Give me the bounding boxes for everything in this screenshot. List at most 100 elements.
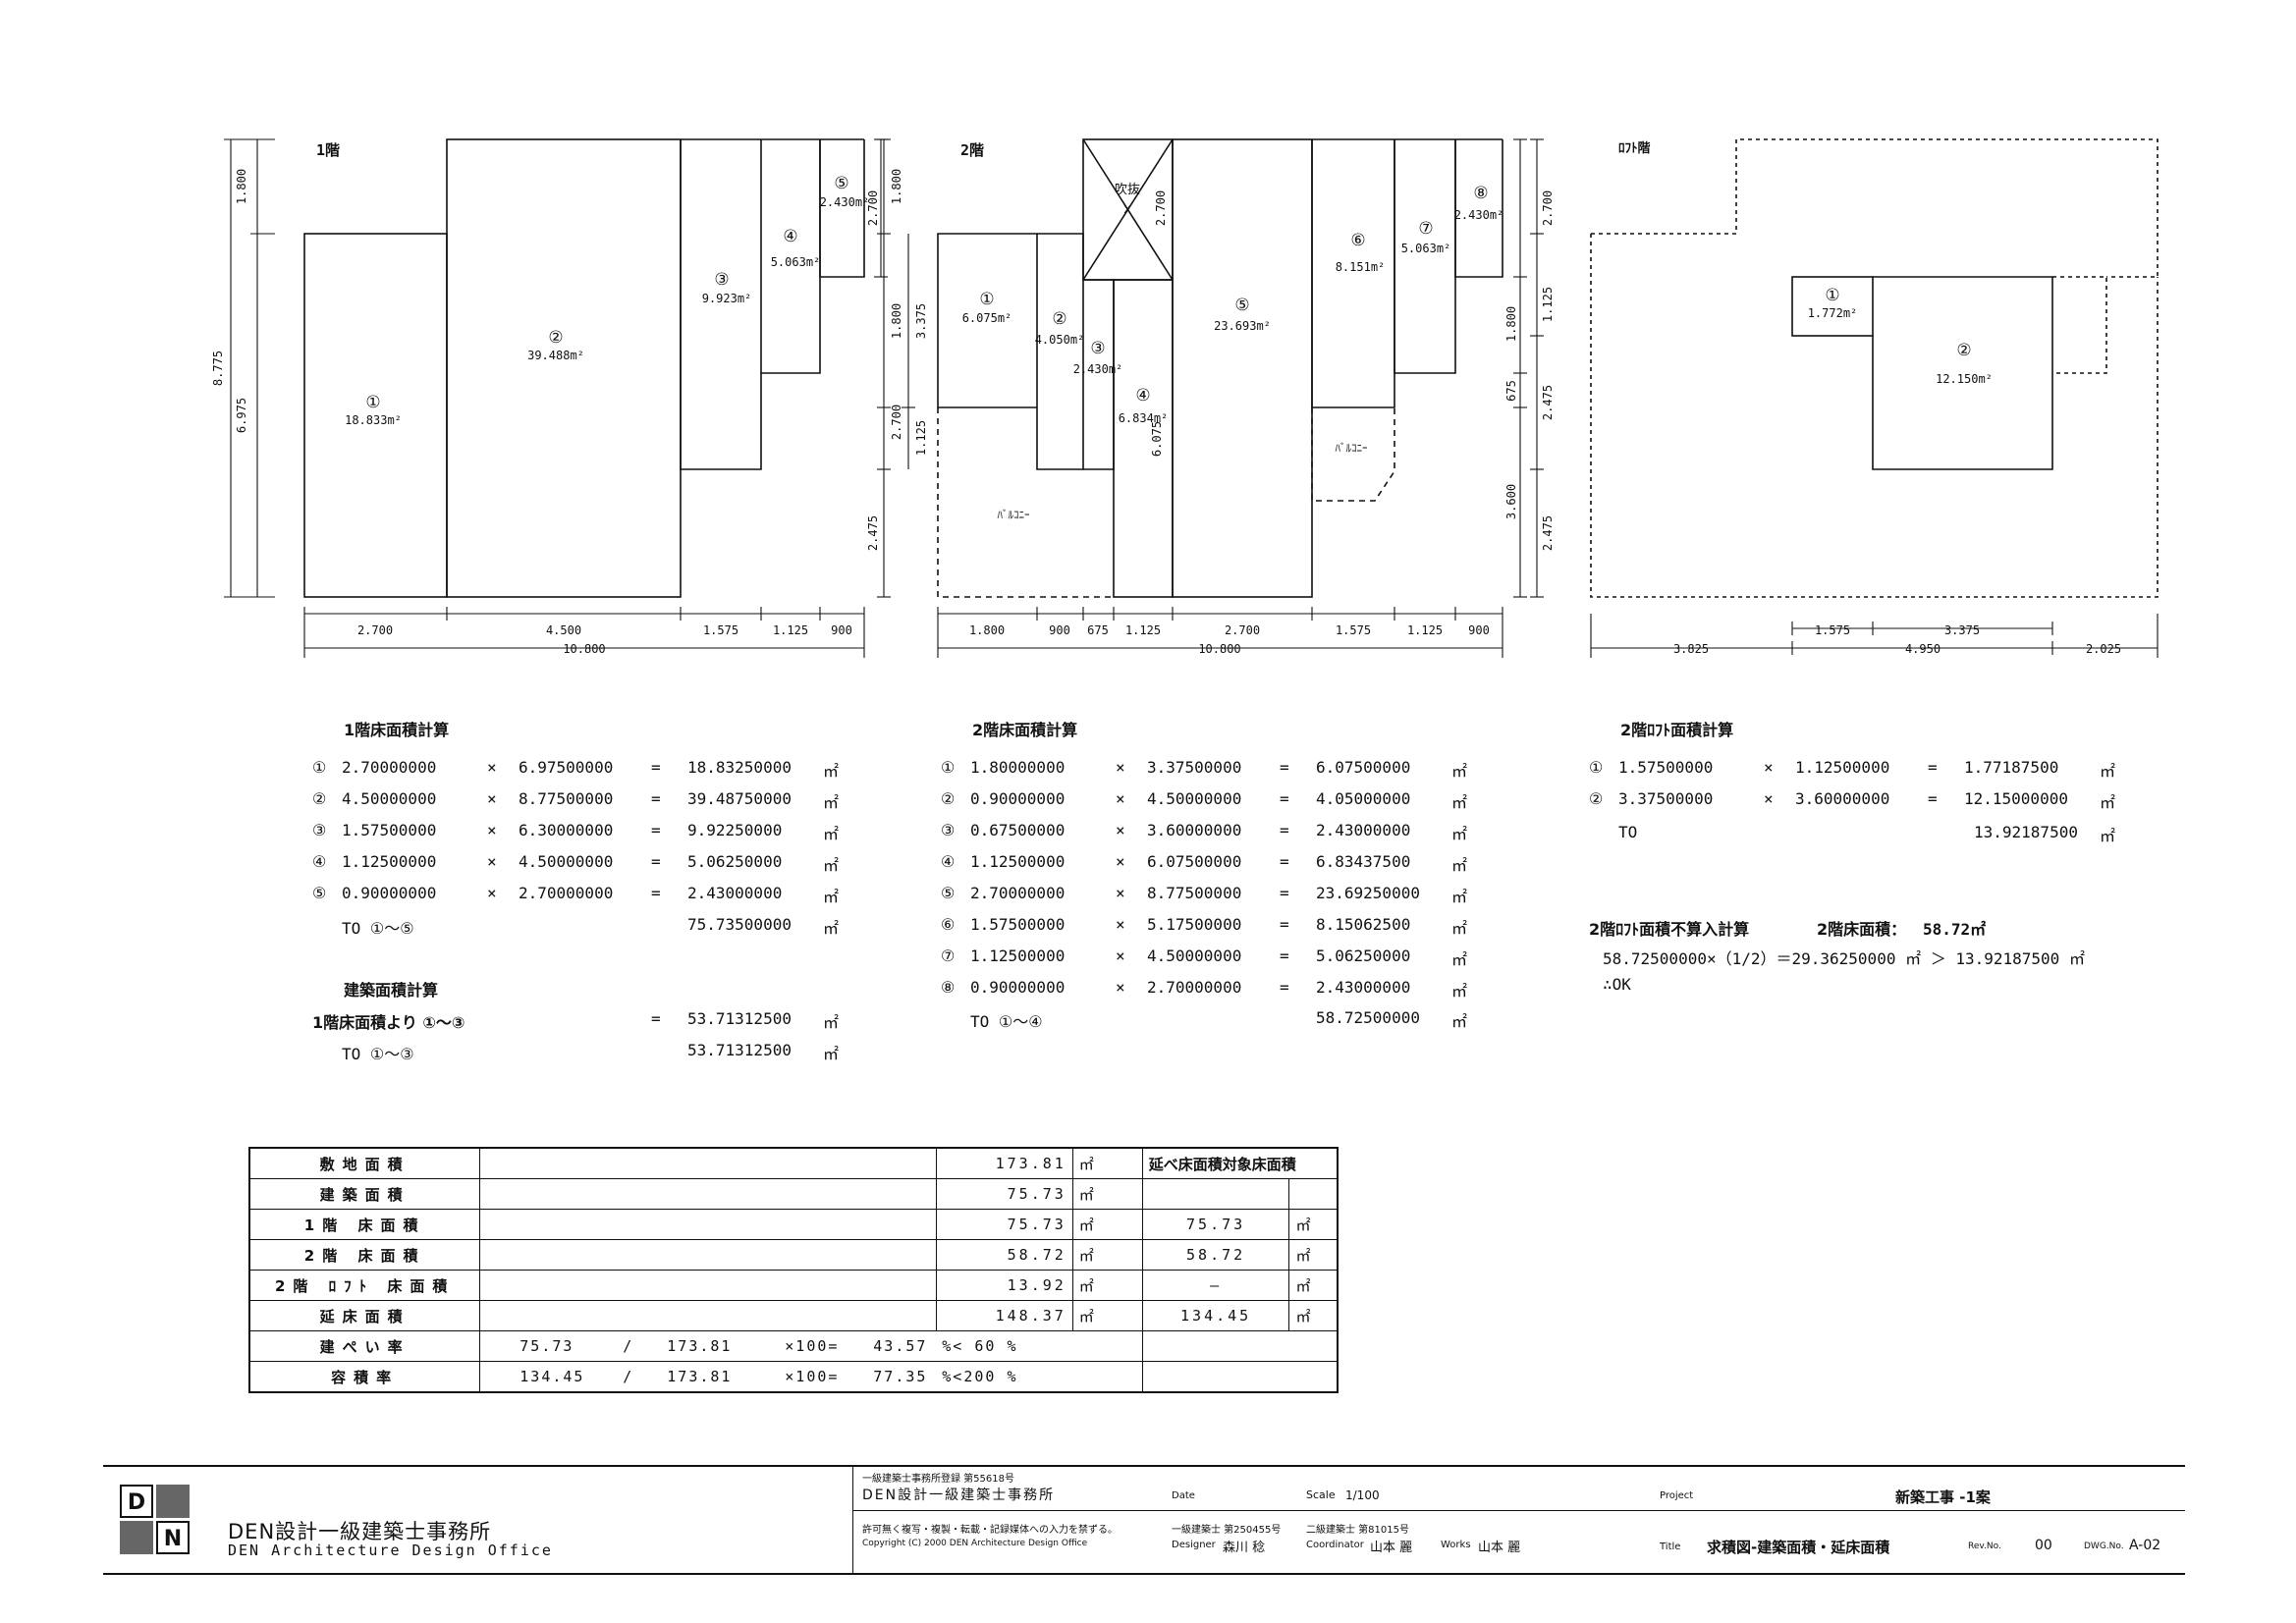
dim-text: 2.025	[2086, 642, 2121, 656]
calc-cell-r: 12.15000000	[1964, 789, 2068, 808]
calc-cell-eq: =	[651, 884, 661, 902]
summary-value: 173.81	[936, 1147, 1073, 1179]
calc2-title: 2階床面積計算	[972, 721, 1078, 739]
calc-cell-b: 4.50000000	[1147, 789, 1242, 808]
calc-cell-u: ㎡	[823, 762, 840, 781]
dim-text: 1.800	[969, 623, 1005, 637]
dim-text: 3.375	[1944, 623, 1980, 637]
room-num: ⑥	[1350, 231, 1365, 250]
ratio-den: 173.81	[667, 1368, 733, 1385]
dim-total: 10.800	[563, 642, 605, 656]
registration: 一級建築士事務所登録 第55618号	[862, 1474, 1014, 1485]
calc-cell-u: ㎡	[823, 888, 840, 906]
ratio-limit: %< 60 %	[942, 1337, 1018, 1355]
calc-cell-eq: =	[1280, 915, 1289, 934]
room-area: 9.923m²	[702, 292, 752, 305]
calc-cell-op: ×	[1116, 884, 1125, 902]
calc-cell-eq: =	[1928, 758, 1938, 777]
ratio-mult: ×100=	[785, 1368, 840, 1385]
summary-extra-unit: ㎡	[1288, 1270, 1339, 1301]
room-num: ③	[1090, 339, 1105, 358]
calc-cell-u: ㎡	[1451, 982, 1468, 1001]
room-area: 5.063m²	[771, 255, 821, 269]
date-label: Date	[1172, 1490, 1195, 1501]
calc-cell-a: 1.57500000	[1618, 758, 1714, 777]
summary-extra-value: 75.73	[1141, 1209, 1290, 1240]
dim-text: 8.775	[211, 351, 225, 386]
calc-cell-op: ×	[1116, 978, 1125, 997]
calc-cell-n: ③	[312, 821, 327, 839]
calc-cell-op: ×	[1116, 915, 1125, 934]
room-area: 18.833m²	[345, 413, 402, 427]
project-name: 新築工事 -1案	[1895, 1488, 1991, 1506]
plan-loft-outline	[1590, 138, 2159, 598]
calc-cell-r: 9.92250000	[687, 821, 783, 839]
plan-2f-dims	[877, 138, 1527, 658]
calc-cell-a: 2.70000000	[970, 884, 1066, 902]
dim-text: 1.800	[235, 169, 248, 204]
calc-cell-a: 1.57500000	[342, 821, 437, 839]
room-area: 5.063m²	[1401, 242, 1451, 255]
summary-blank	[479, 1270, 938, 1301]
calc-cell-n: ②	[312, 789, 327, 808]
logo-block	[156, 1485, 190, 1518]
calc-cell-a: 1.12500000	[970, 852, 1066, 871]
calc-cell-a: 2.70000000	[342, 758, 437, 777]
building-area-title: 建築面積計算	[344, 981, 439, 1000]
calc-cell-a: 1.57500000	[970, 915, 1066, 934]
calc-cell-eq: =	[1280, 789, 1289, 808]
calc-cell-r: 6.83437500	[1316, 852, 1411, 871]
calc-cell-u: ㎡	[1451, 856, 1468, 875]
ratio-label: 容積率	[248, 1361, 481, 1393]
calc-cell-n: ③	[941, 821, 956, 839]
calc-unit: ㎡	[2100, 827, 2116, 845]
calc-cell-r: 4.05000000	[1316, 789, 1411, 808]
calc-cell-n: ⑤	[941, 884, 956, 902]
summary-blank	[479, 1147, 938, 1179]
dim-text: 1.125	[773, 623, 808, 637]
calc-cell-u: ㎡	[1451, 950, 1468, 969]
dim-text: 3.600	[1504, 484, 1518, 519]
room-num: ②	[1052, 309, 1066, 329]
calc-eq: =	[651, 1009, 661, 1028]
room-num: ①	[365, 393, 380, 412]
dim-text: 2.700	[1225, 623, 1260, 637]
summary-unit: ㎡	[1071, 1300, 1143, 1331]
summary-extra-unit: ㎡	[1288, 1239, 1339, 1271]
calc-cell-op: ×	[487, 852, 497, 871]
calc-cell-u: ㎡	[1451, 825, 1468, 843]
room-num: ④	[1135, 386, 1150, 406]
calc-cell-b: 6.07500000	[1147, 852, 1242, 871]
calc-cell-n: ④	[312, 852, 327, 871]
plan-1f-dims	[224, 138, 888, 658]
calc1-title: 1階床面積計算	[344, 721, 450, 739]
calc-cell-op: ×	[1116, 758, 1125, 777]
calc-total-value: 58.72500000	[1316, 1008, 1420, 1027]
calc-cell-r: 5.06250000	[687, 852, 783, 871]
calc-cell-b: 6.30000000	[519, 821, 614, 839]
calc-total-value: 75.73500000	[687, 915, 792, 934]
calc-cell-r: 18.83250000	[687, 758, 792, 777]
title-block-bottom-rule	[103, 1573, 2185, 1575]
coordinator-name: 山本 麗	[1370, 1541, 1413, 1555]
summary-value: 75.73	[936, 1178, 1073, 1210]
calc3-title: 2階ﾛﾌﾄ面積計算	[1620, 721, 1734, 739]
calc-cell-r: 2.43000000	[687, 884, 783, 902]
calc-cell-r: 1.77187500	[1964, 758, 2059, 777]
architect2-label: 二級建築士 第81015号	[1306, 1525, 1409, 1536]
ratio-blank	[1141, 1361, 1339, 1393]
dim-text: 2.700	[890, 405, 903, 440]
loft-check-title-row: 2階ﾛﾌﾄ面積不算入計算 2階床面積： 58.72㎡	[1589, 916, 2276, 946]
calc-cell-n: ⑧	[941, 978, 956, 997]
dim-text: 2.475	[1541, 515, 1555, 551]
calc-cell-n: ②	[941, 789, 956, 808]
room-area: 6.834m²	[1119, 411, 1169, 425]
